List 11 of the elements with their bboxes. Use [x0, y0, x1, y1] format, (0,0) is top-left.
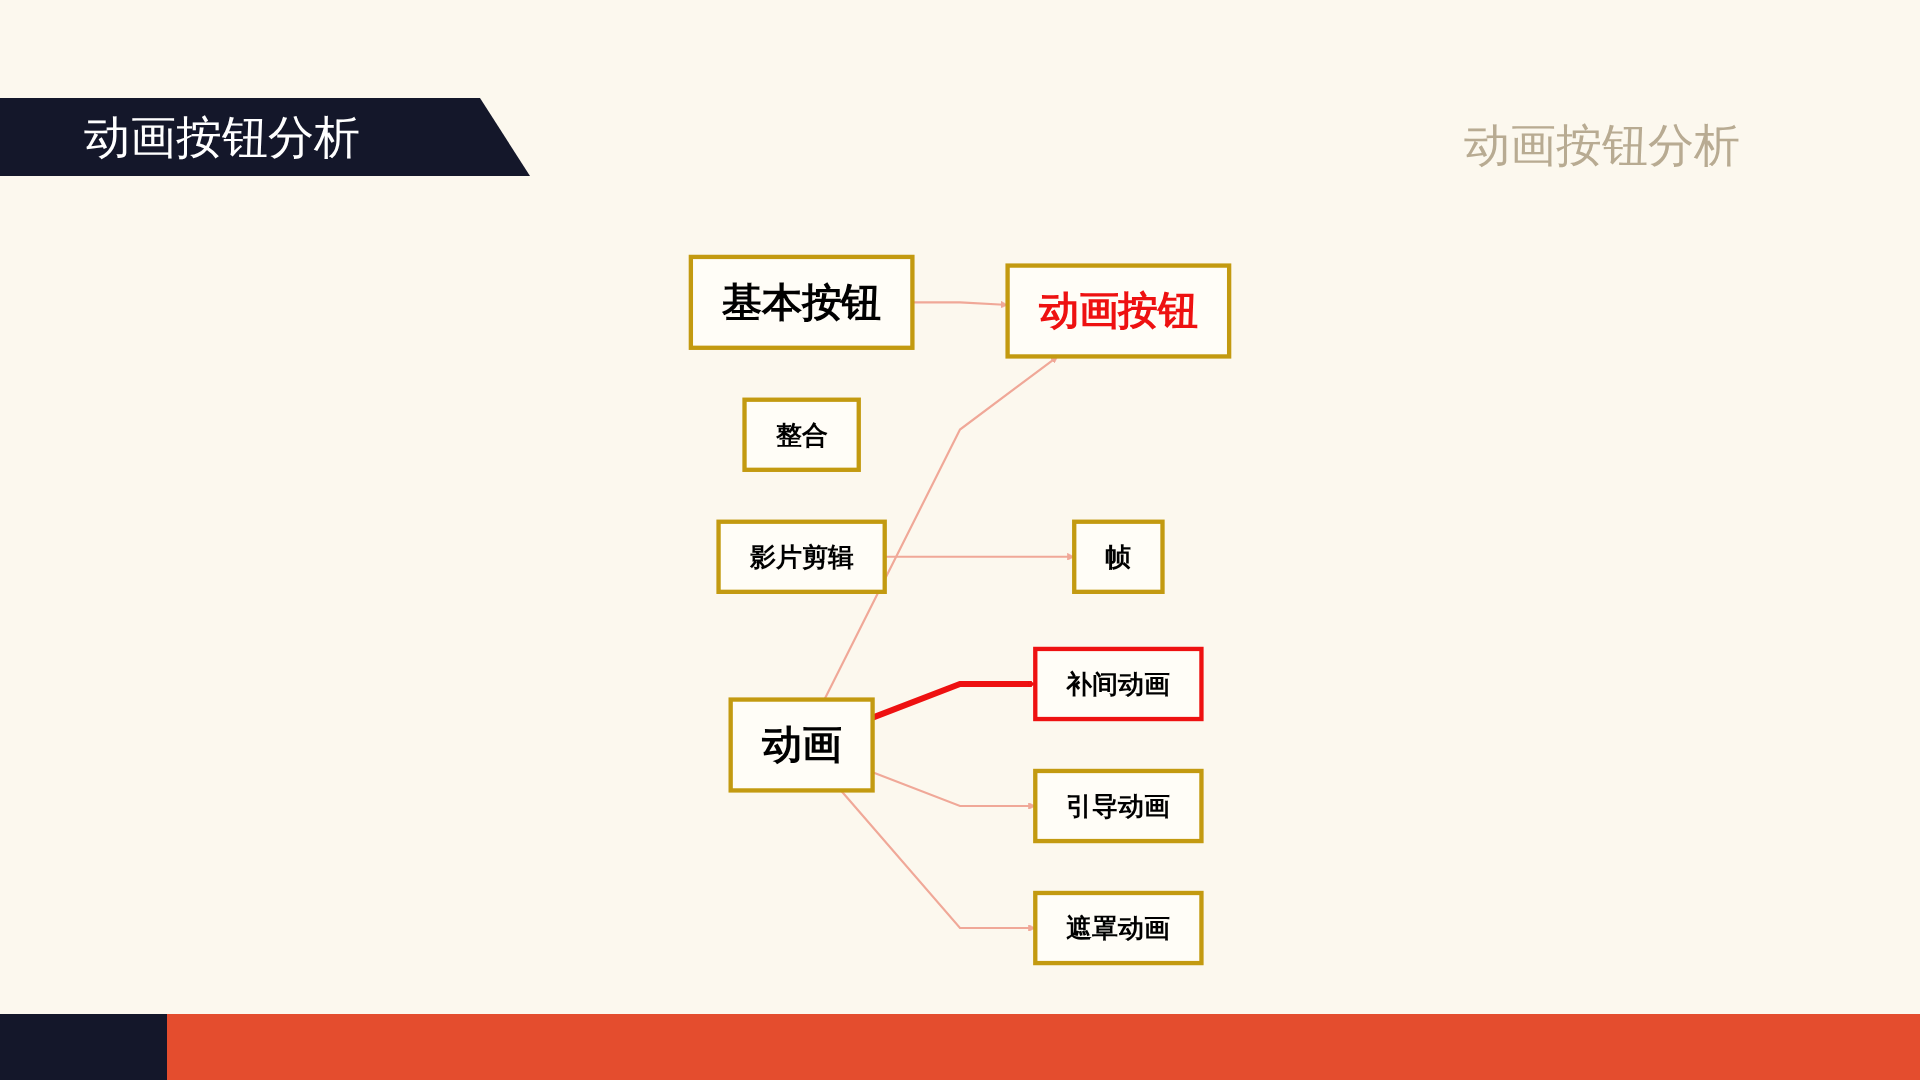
node-box: 动画	[728, 697, 875, 793]
slide-title: 动画按钮分析	[84, 110, 360, 164]
node-box: 帧	[1072, 519, 1165, 594]
node-box: 整合	[742, 397, 861, 472]
node-box: 引导动画	[1033, 768, 1204, 844]
node-box: 遮罩动画	[1033, 890, 1204, 966]
node-box: 基本按钮	[688, 254, 915, 350]
faded-heading-text: 动画按钮分析	[1464, 118, 1740, 172]
node-box: 动画按钮	[1005, 263, 1232, 359]
node-box: 影片剪辑	[716, 519, 887, 594]
node-box: 补间动画	[1033, 646, 1204, 722]
